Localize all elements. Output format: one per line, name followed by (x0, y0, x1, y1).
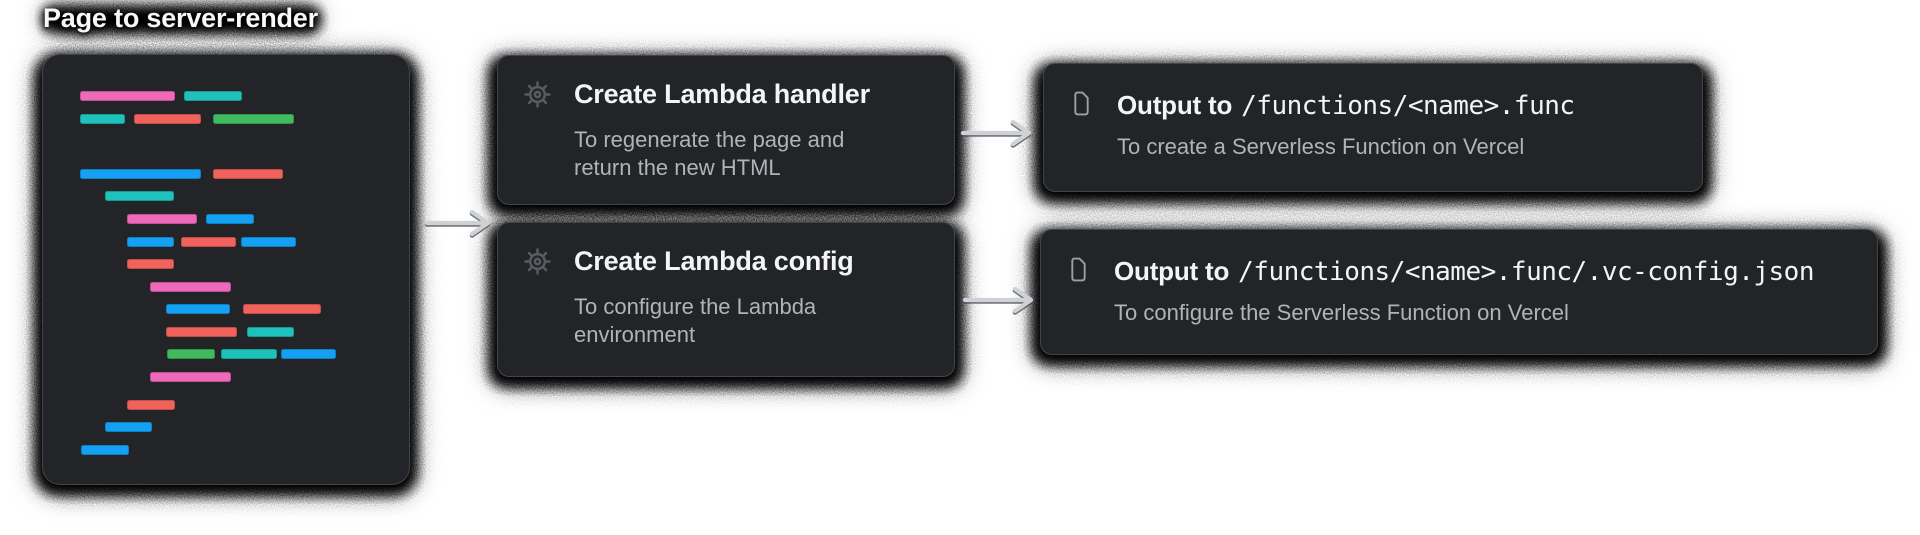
page-title: Page to server-render (43, 3, 318, 33)
code-line-bar (184, 91, 242, 101)
code-line-bar (150, 372, 231, 382)
gear-icon (522, 246, 553, 282)
code-panel (42, 54, 410, 485)
code-line-bar (213, 114, 294, 124)
code-line-bar (150, 282, 231, 292)
output-title: Output to/functions/<name>.func/.vc-conf… (1114, 254, 1814, 289)
code-line-bar (221, 349, 277, 359)
output-description: To create a Serverless Function on Verce… (1117, 134, 1525, 159)
step-title: Create Lambda handler (574, 79, 870, 109)
step-create-lambda-handler: Create Lambda handler To regenerate the … (497, 55, 955, 205)
code-line-bar (181, 237, 236, 247)
step-title: Create Lambda config (574, 246, 854, 276)
code-line-bar (243, 304, 321, 314)
code-line-bar (241, 237, 296, 247)
file-icon (1069, 257, 1088, 287)
code-line-bar (247, 327, 294, 337)
output-config-box: Output to/functions/<name>.func/.vc-conf… (1040, 229, 1878, 355)
code-line-bar (80, 114, 125, 124)
code-line-bar (127, 214, 197, 224)
code-line-bar (105, 422, 152, 432)
output-title: Output to/functions/<name>.func (1117, 88, 1575, 123)
code-line-bar (166, 327, 237, 337)
code-line-bar (80, 91, 175, 101)
step-create-lambda-config: Create Lambda config To configure the La… (497, 222, 955, 377)
code-line-bar (105, 191, 174, 201)
step-description: To regenerate the page and return the ne… (574, 127, 845, 180)
output-function-box: Output to/functions/<name>.func To creat… (1043, 63, 1703, 192)
output-path: /functions/<name>.func (1241, 91, 1575, 121)
step-description: To configure the Lambda environment (574, 294, 817, 347)
code-line-bar (206, 214, 254, 224)
code-line-bar (127, 237, 174, 247)
code-line-bar (134, 114, 201, 124)
output-label: Output to (1117, 90, 1233, 120)
code-line-bar (166, 304, 230, 314)
code-line-bar (213, 169, 283, 179)
gear-icon (522, 79, 553, 115)
code-line-bar (127, 400, 175, 410)
code-line-bar (281, 349, 336, 359)
output-path: /functions/<name>.func/.vc-config.json (1238, 257, 1814, 287)
code-line-bar (167, 349, 215, 359)
file-icon (1072, 91, 1091, 121)
output-label: Output to (1114, 256, 1230, 286)
code-line-bar (127, 259, 174, 269)
code-line-bar (81, 445, 129, 455)
code-line-bar (80, 169, 201, 179)
output-description: To configure the Serverless Function on … (1114, 300, 1569, 325)
